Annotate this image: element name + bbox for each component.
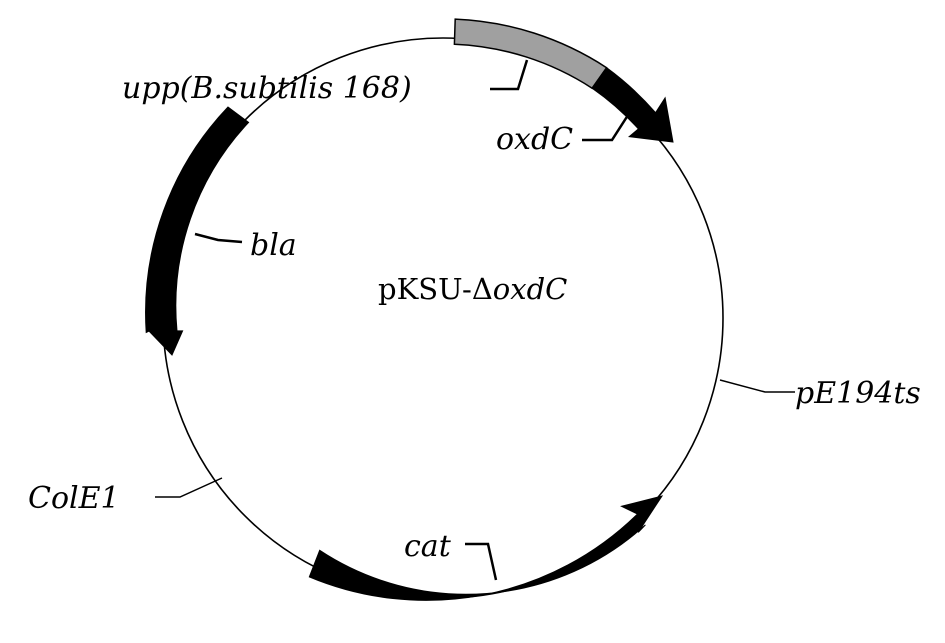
plasmid-name-label: pKSU-ΔoxdC [378, 272, 567, 306]
bla-label: bla [250, 228, 297, 263]
bla-leader-line [194, 232, 243, 244]
ColE1-leader-line [155, 477, 223, 498]
upp-label: upp(B.subtilis 168) [122, 71, 412, 106]
cat-gene-arrow [308, 495, 664, 601]
oxdC-label: oxdC [496, 122, 573, 157]
plasmid-name-gene: oxdC [493, 272, 568, 306]
upp-fragment-arc [453, 18, 608, 90]
bla-gene-arrow [145, 106, 250, 356]
oxdC-leader-line [582, 111, 632, 142]
pE194ts-leader-line [719, 379, 795, 393]
cat-leader-line [465, 542, 498, 581]
ColE1-label: ColE1 [28, 481, 120, 516]
cat-label: cat [404, 529, 452, 564]
pE194ts-label: pE194ts [795, 376, 921, 411]
upp-leader-line [490, 59, 529, 91]
oxdC-gene-arrow [591, 66, 674, 143]
plasmid-name-delta: Δ [472, 272, 493, 306]
plasmid-name-prefix: pKSU- [378, 272, 472, 306]
